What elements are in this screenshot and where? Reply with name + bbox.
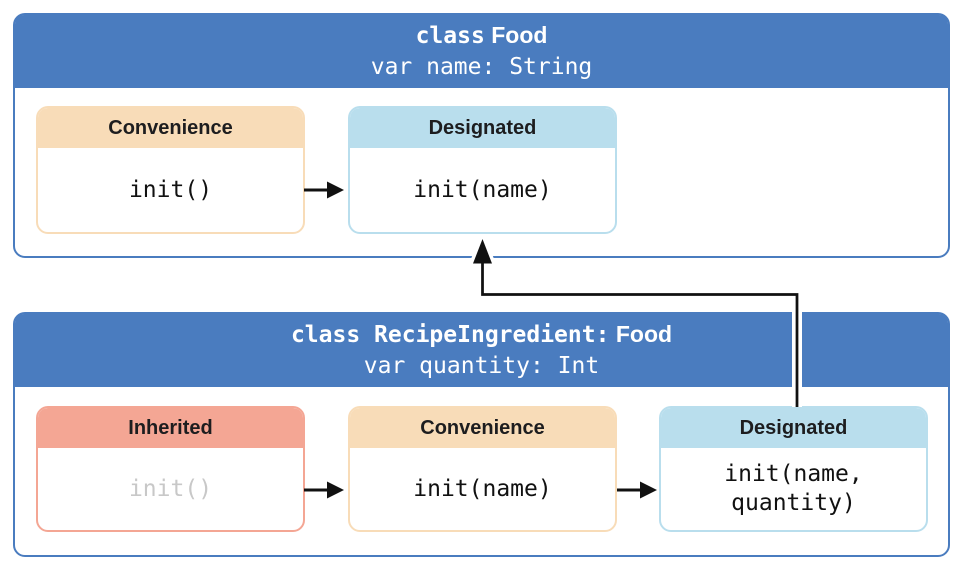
init-kind-label: Designated (350, 108, 615, 148)
init-kind-label: Convenience (350, 408, 615, 448)
init-signature: init(name, quantity) (724, 461, 863, 516)
delegation-arrow-icon (304, 181, 344, 199)
init-signature: init(name) (413, 475, 552, 502)
delegation-arrow-icon (617, 481, 657, 499)
delegation-arrow-icon (304, 481, 344, 499)
class-header-food: class Food var name: String (15, 15, 948, 88)
init-kind-label: Inherited (38, 408, 303, 448)
init-signature: init() (128, 176, 213, 203)
init-signature: init(name) (413, 176, 552, 203)
init-box-recipe-convenience: Convenience init(name) (348, 406, 617, 532)
init-box-food-convenience: Convenience init() (36, 106, 305, 234)
init-kind-label: Convenience (38, 108, 303, 148)
init-signature-disabled: init() (128, 475, 213, 502)
init-box-recipe-inherited: Inherited init() (36, 406, 305, 532)
class-property: var name: String (370, 54, 593, 80)
class-keyword: class (415, 23, 485, 49)
class-name: Food (615, 321, 673, 347)
class-keyword: class RecipeIngredient: (290, 322, 610, 348)
class-name: Food (491, 22, 548, 48)
class-title: class Food (416, 20, 548, 52)
class-header-recipeingredient: class RecipeIngredient: Food var quantit… (15, 314, 948, 387)
class-title: class RecipeIngredient: Food (291, 319, 672, 351)
init-box-recipe-designated: Designated init(name, quantity) (659, 406, 928, 532)
init-box-food-designated: Designated init(name) (348, 106, 617, 234)
class-property: var quantity: Int (363, 353, 600, 379)
init-kind-label: Designated (661, 408, 926, 448)
